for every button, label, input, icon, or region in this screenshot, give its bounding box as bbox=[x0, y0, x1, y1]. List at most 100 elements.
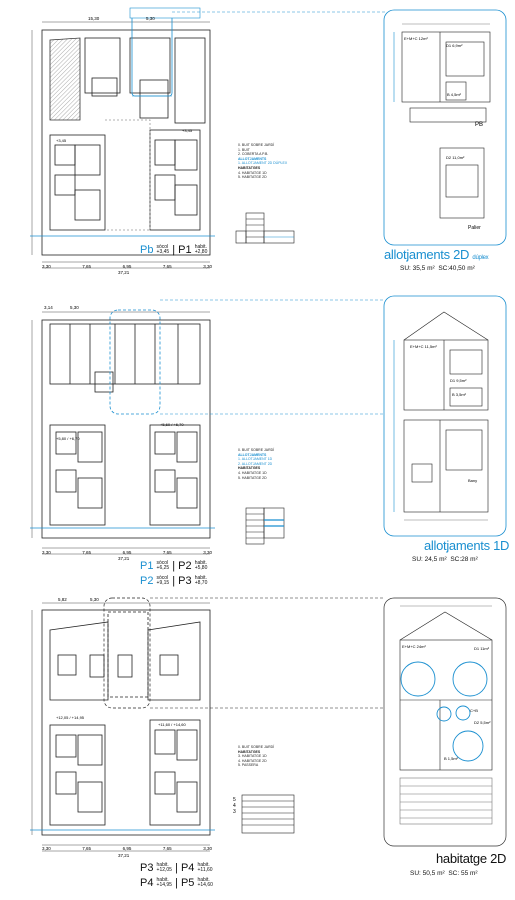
legend-allot-item: 2. ALLOTJAMENT 2D bbox=[238, 461, 273, 466]
ground-top-dim: 5,30 bbox=[146, 16, 155, 21]
sc-value: SC:40,50 m² bbox=[438, 265, 475, 272]
elevation-mark: +3,45 bbox=[56, 138, 67, 143]
upper-top-dim: 5,82 bbox=[58, 597, 67, 602]
sc-value: SC: 55 m² bbox=[448, 870, 478, 877]
stack-number: 4 bbox=[233, 803, 236, 809]
first-legend: 0. BUIT SOBRE JARDÍ ALLOTJAMENTS 1. ALLO… bbox=[238, 448, 308, 480]
detail-plan-1d bbox=[383, 295, 507, 537]
level-primary-tag: sòcol bbox=[156, 575, 169, 582]
detail-plan-duplex bbox=[383, 9, 507, 246]
level-secondary-val: +14,60 bbox=[197, 882, 213, 889]
dim: 7,65 bbox=[82, 846, 92, 851]
dim: 7,65 bbox=[82, 264, 92, 269]
room-label: E+M+C 12m² bbox=[404, 36, 428, 41]
level-primary: P4 bbox=[140, 877, 154, 889]
level-secondary-val: +5,80 bbox=[194, 565, 208, 572]
level-secondary-tag: habit. bbox=[197, 877, 210, 884]
elevation-mark: +12,05 / +14,95 bbox=[56, 715, 85, 720]
room-label: B 3,5m² bbox=[452, 392, 467, 397]
upper-floor-plan bbox=[31, 602, 211, 852]
dim: 6,95 bbox=[122, 846, 132, 851]
level-secondary-tag: habit. bbox=[194, 560, 207, 567]
level-secondary-val: +8,70 bbox=[194, 580, 208, 587]
elevation-mark: +5,80 / +6,70 bbox=[56, 436, 80, 441]
level-secondary: P5 bbox=[180, 877, 195, 889]
room-label: D1 6,9m² bbox=[446, 43, 463, 48]
stack-number: 3 bbox=[233, 809, 236, 815]
su-value: SU: 24,5 m² bbox=[412, 556, 447, 563]
sc-value: SC:28 m² bbox=[450, 556, 478, 563]
first-dims: 3,30 7,65 6,95 7,65 3,30 bbox=[42, 550, 212, 555]
ground-floor-plan bbox=[31, 21, 211, 269]
dim: 3,30 bbox=[42, 264, 51, 269]
legend-hab-heading: HABITATGES bbox=[238, 165, 261, 170]
first-total-dim: 37,21 bbox=[118, 556, 130, 561]
legend-allot-heading: ALLOTJAMENTS bbox=[238, 452, 267, 457]
level-secondary-tag: habit. bbox=[194, 575, 207, 582]
upper-total-dim: 37,21 bbox=[118, 853, 130, 858]
level-secondary-val: +2,80 bbox=[194, 249, 208, 256]
level-secondary: P4 bbox=[180, 862, 195, 874]
room-label: B 1,5m² bbox=[444, 756, 459, 761]
level-primary: P1 bbox=[140, 560, 154, 572]
room-label: D1 11m² bbox=[474, 646, 490, 651]
dim: 7,65 bbox=[162, 264, 172, 269]
detail-title: habitatge 2D bbox=[436, 851, 506, 866]
first-level-line: P1 sòcol+6,25 | P2 habit.+5,80 bbox=[140, 560, 208, 572]
upper-dims: 3,30 7,65 6,95 7,65 3,30 bbox=[42, 846, 212, 851]
room-label: E+M+C 24m² bbox=[402, 644, 426, 649]
legend-hab-heading: HABITATGES bbox=[238, 466, 261, 471]
ground-total-dim: 37,21 bbox=[118, 270, 130, 275]
dim: 7,65 bbox=[162, 550, 172, 555]
level-secondary: P1 bbox=[178, 244, 192, 256]
level-secondary-tag: habit. bbox=[194, 244, 207, 251]
legend-heading: 0. BUIT SOBRE JARDÍ bbox=[238, 448, 275, 452]
level-primary-tag: habit. bbox=[156, 862, 169, 869]
upper-top-dim: 5,30 bbox=[90, 597, 99, 602]
level-primary-val: +3,45 bbox=[156, 249, 170, 256]
level-secondary: P3 bbox=[178, 575, 192, 587]
legend-hab-item: 4. HABITATGE 1D bbox=[238, 470, 267, 475]
level-primary-tag: sòcol bbox=[156, 560, 169, 567]
upper-stack-diagram bbox=[241, 794, 295, 834]
room-label: D2 11,0m² bbox=[446, 155, 465, 160]
level-primary: P2 bbox=[140, 575, 154, 587]
detail-plan-2d bbox=[383, 597, 507, 847]
legend-heading: 0. BUIT SOBRE JARDÍ bbox=[238, 745, 275, 749]
dim: 7,65 bbox=[82, 550, 92, 555]
legend-hab-heading: HABITATGES bbox=[238, 749, 261, 754]
room-label: C+B bbox=[470, 708, 478, 713]
level-primary-val: +14,95 bbox=[156, 882, 172, 889]
level-primary: P3 bbox=[140, 862, 154, 874]
upper-level-line: P4 habit.+14,95 | P5 habit.+14,60 bbox=[140, 877, 213, 889]
dim: 6,95 bbox=[122, 264, 132, 269]
level-primary: Pb bbox=[140, 244, 154, 256]
detail-title-text: allotjaments 1D bbox=[424, 538, 510, 553]
level-secondary-val: +11,60 bbox=[197, 867, 213, 874]
detail-title-text: allotjaments 2D bbox=[384, 247, 470, 262]
legend-heading: 0. BUIT SOBRE JARDÍ bbox=[238, 143, 275, 147]
legend-hab-item: 5. HABITATGE 2D bbox=[238, 175, 267, 180]
detail-areas: SU: 50,5 m² SC: 55 m² bbox=[410, 870, 478, 877]
room-label: E+M+C 11,5m² bbox=[410, 344, 437, 349]
room-label: D1 9,5m² bbox=[450, 378, 467, 383]
legend-item: 2. COBERTA A P.B. bbox=[238, 152, 269, 157]
legend-hab-item: 5. PASSERA bbox=[238, 763, 259, 768]
detail-title-text: habitatge 2D bbox=[436, 851, 507, 866]
legend-hab-item: 3. HABITATGE 1D bbox=[238, 754, 267, 759]
dim: 6,95 bbox=[122, 550, 132, 555]
ground-dims: 3,30 7,65 6,95 7,65 3,30 bbox=[42, 264, 212, 269]
level-primary-val: +6,25 bbox=[156, 565, 170, 572]
level-secondary: P2 bbox=[178, 560, 192, 572]
dim: 3,30 bbox=[203, 264, 212, 269]
level-primary-tag: habit. bbox=[156, 877, 169, 884]
plan-label: Palier bbox=[468, 225, 481, 231]
first-floor-plan bbox=[31, 311, 211, 555]
first-top-dim: 3,14 bbox=[44, 305, 53, 310]
first-stack-diagram bbox=[245, 507, 285, 545]
level-primary-tag: sòcol bbox=[156, 244, 169, 251]
upper-legend: 0. BUIT SOBRE JARDÍ HABITATGES 3. HABITA… bbox=[238, 745, 308, 768]
legend-item: 1. BUIT bbox=[238, 147, 250, 152]
legend-hab-item: 4. HABITATGE 2D bbox=[238, 758, 267, 763]
